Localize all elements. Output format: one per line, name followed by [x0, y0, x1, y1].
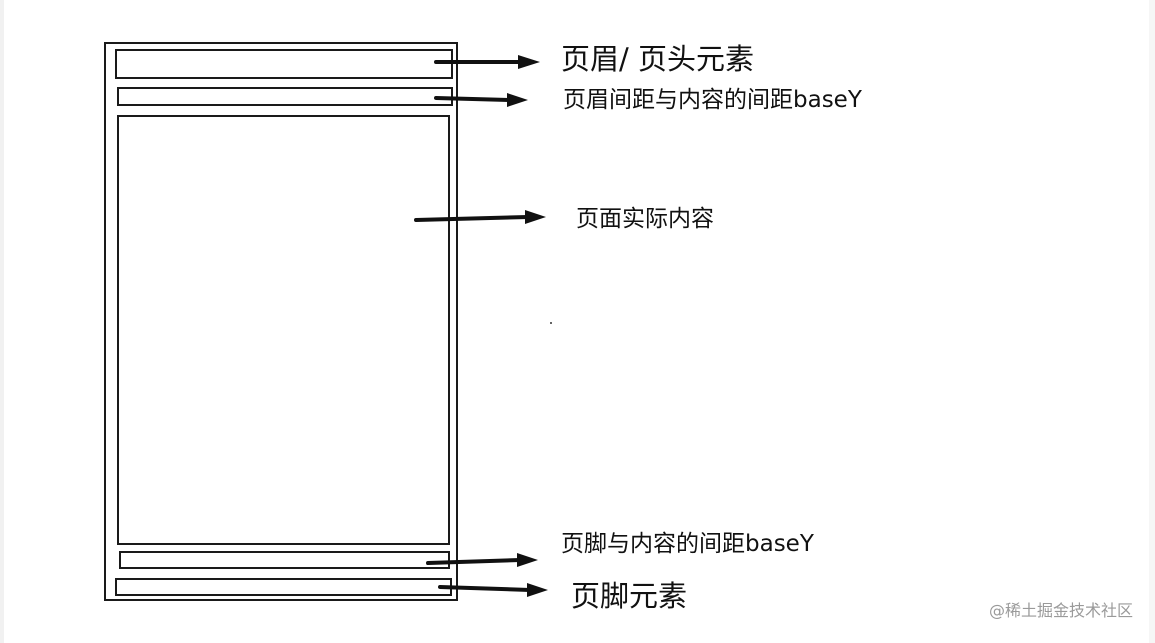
header-element-box — [115, 49, 453, 79]
right-edge-shade — [1149, 0, 1155, 643]
footer-element-label: 页脚元素 — [571, 579, 688, 613]
content-label: 页面实际内容 — [576, 206, 714, 232]
watermark: @稀土掘金技术社区 — [988, 601, 1133, 620]
footer-gap-box — [119, 551, 450, 569]
footer-element-box — [115, 578, 452, 596]
page-frame — [104, 42, 458, 601]
content-box — [117, 115, 450, 545]
header-gap-label: 页眉间距与内容的间距baseY — [563, 87, 862, 113]
header-gap-box — [117, 87, 453, 106]
footer-gap-label: 页脚与内容的间距baseY — [561, 531, 814, 557]
header-element-label: 页眉/ 页头元素 — [561, 42, 754, 76]
stray-dot — [550, 322, 552, 324]
left-edge-shade — [0, 0, 4, 643]
